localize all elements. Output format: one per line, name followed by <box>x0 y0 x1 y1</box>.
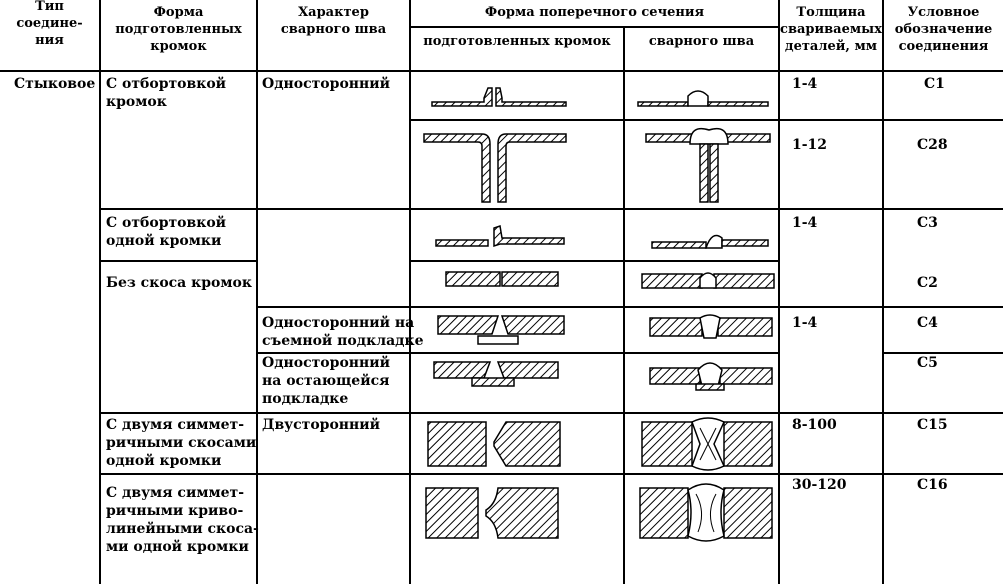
edge-form-5: С двумя симмет- ричными криво- линейными… <box>106 485 259 555</box>
c15-weld-drawing <box>641 417 773 471</box>
header-cross-section: Форма поперечного сечения <box>484 5 705 20</box>
col-line-3 <box>409 0 411 584</box>
thickness-6: 30-120 <box>792 477 847 493</box>
edge-form-4: С двумя симмет- ричными скосами одной кр… <box>106 417 257 469</box>
header-designation: Условное обозначение соединения <box>894 5 993 54</box>
c15-prep-drawing <box>427 421 561 467</box>
row-line-5 <box>256 352 779 354</box>
seam-type-1: Односторонний <box>262 76 391 92</box>
thickness-1: 1-4 <box>792 76 818 92</box>
code-c2: C2 <box>917 275 938 291</box>
thickness-5: 8-100 <box>792 417 837 433</box>
c2-weld-drawing <box>641 272 775 289</box>
thickness-4: 1-4 <box>792 315 818 331</box>
code-c4: C4 <box>917 315 938 331</box>
edge-form-3: Без скоса кромок <box>106 275 252 291</box>
row-line-2 <box>99 208 1003 210</box>
code-c15: C15 <box>917 417 948 433</box>
seam-type-2: Односторонний на съемной подкладке <box>262 315 424 349</box>
c28-weld-drawing <box>645 127 771 203</box>
header-thickness: Толщина свариваемых деталей, мм <box>780 5 882 54</box>
row-line-4 <box>409 306 1003 308</box>
row-line-3a <box>99 260 258 262</box>
code-c3: C3 <box>917 215 938 231</box>
col-line-6 <box>882 0 884 584</box>
c3-prep-drawing <box>435 225 565 248</box>
seam-type-4: Двусторонний <box>262 417 381 433</box>
header-prepared-edges: подготовленных кромок <box>423 34 611 49</box>
edge-form-2: С отбортовкой одной кромки <box>106 215 227 249</box>
code-c16: C16 <box>917 477 948 493</box>
code-c5: C5 <box>917 355 938 371</box>
row-line-7 <box>99 473 1003 475</box>
c4-weld-drawing <box>649 314 773 339</box>
row-line-6 <box>99 412 1003 414</box>
header-edge-form: Форма подготовленных кромок <box>115 5 242 54</box>
code-c28: C28 <box>917 137 948 153</box>
row-line-1 <box>409 119 1003 121</box>
header-seam-type: Характер сварного шва <box>280 5 387 37</box>
header-weld-seam: сварного шва <box>648 34 755 49</box>
c3-weld-drawing <box>651 234 769 249</box>
row-line-4b <box>256 306 409 308</box>
subheader-line <box>409 26 779 28</box>
thickness-2: 1-12 <box>792 137 828 153</box>
joint-type: Стыковое <box>14 76 96 92</box>
c1-weld-drawing <box>637 90 769 107</box>
header-bottom-line <box>0 70 1003 72</box>
edge-form-1: С отбортовкой кромок <box>106 76 227 110</box>
col-line-4 <box>623 27 625 584</box>
col-line-2 <box>256 0 258 584</box>
row-line-5b <box>882 352 1003 354</box>
c16-prep-drawing <box>425 487 559 539</box>
col-line-5 <box>778 0 780 584</box>
col-line-1 <box>99 0 101 584</box>
c2-prep-drawing <box>445 271 559 287</box>
c1-prep-drawing <box>431 87 567 107</box>
code-c1: C1 <box>924 76 945 92</box>
seam-type-3: Односторонний на остающейся подкладке <box>262 355 391 407</box>
thickness-3: 1-4 <box>792 215 818 231</box>
c16-weld-drawing <box>639 483 773 542</box>
c5-weld-drawing <box>649 362 773 391</box>
c5-prep-drawing <box>433 361 559 387</box>
header-joint-type: Тип соедине- ния <box>16 0 83 48</box>
row-line-3b <box>409 260 779 262</box>
c28-prep-drawing <box>423 133 567 203</box>
c4-prep-drawing <box>437 315 565 345</box>
